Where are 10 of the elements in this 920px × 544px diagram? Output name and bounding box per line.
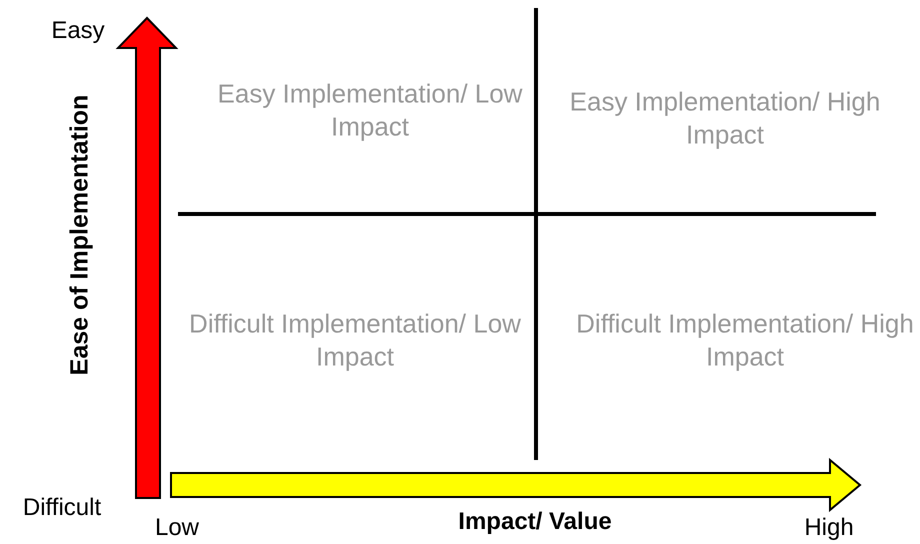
quadrant-label: Difficult Implementation/ Low Impact	[188, 308, 522, 372]
quadrant-label: Difficult Implementation/ High Impact	[575, 308, 915, 372]
axis-end-label: Easy	[51, 16, 105, 46]
axis-end-label: Low	[154, 513, 200, 543]
quadrant-label: Easy Implementation/ High Impact	[568, 86, 882, 150]
axis-end-label: High	[804, 513, 854, 543]
quadrant-label: Easy Implementation/ Low Impact	[216, 78, 524, 142]
axis-title: Ease of Implementation	[64, 94, 94, 376]
axis-end-label: Difficult	[22, 493, 102, 523]
axis-title: Impact/ Value	[458, 507, 612, 537]
